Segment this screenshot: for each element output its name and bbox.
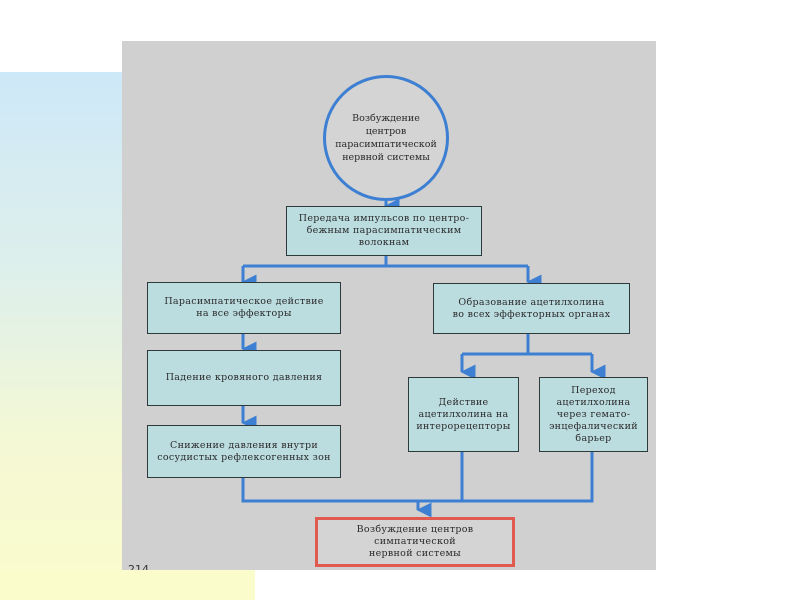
node-acetylcholine-interoreceptors: Действие ацетилхолина на интерорецепторы [408,377,519,452]
node-reflexogenic-zone-pressure: Снижение давления внутри сосудистых рефл… [147,425,341,478]
node-blood-pressure-drop: Падение кровяного давления [147,350,341,406]
node-acetylcholine-formation: Образование ацетилхолина во всех эффекто… [433,283,630,334]
node-parasympathetic-action: Парасимпатическое действие на все эффект… [147,282,341,334]
node-blood-brain-barrier: Переход ацетилхолина через гемато- энцеф… [539,377,648,452]
final-node-sympathetic-excitation: Возбуждение центров симпатической нервно… [315,517,515,567]
decorative-gradient-shape-base [0,570,255,600]
start-node-parasympathetic-excitation: Возбуждение центров парасимпатической не… [323,75,449,201]
node-impulse-transmission: Передача импульсов по центро- бежным пар… [286,206,482,256]
page-number: 214 [128,563,149,570]
